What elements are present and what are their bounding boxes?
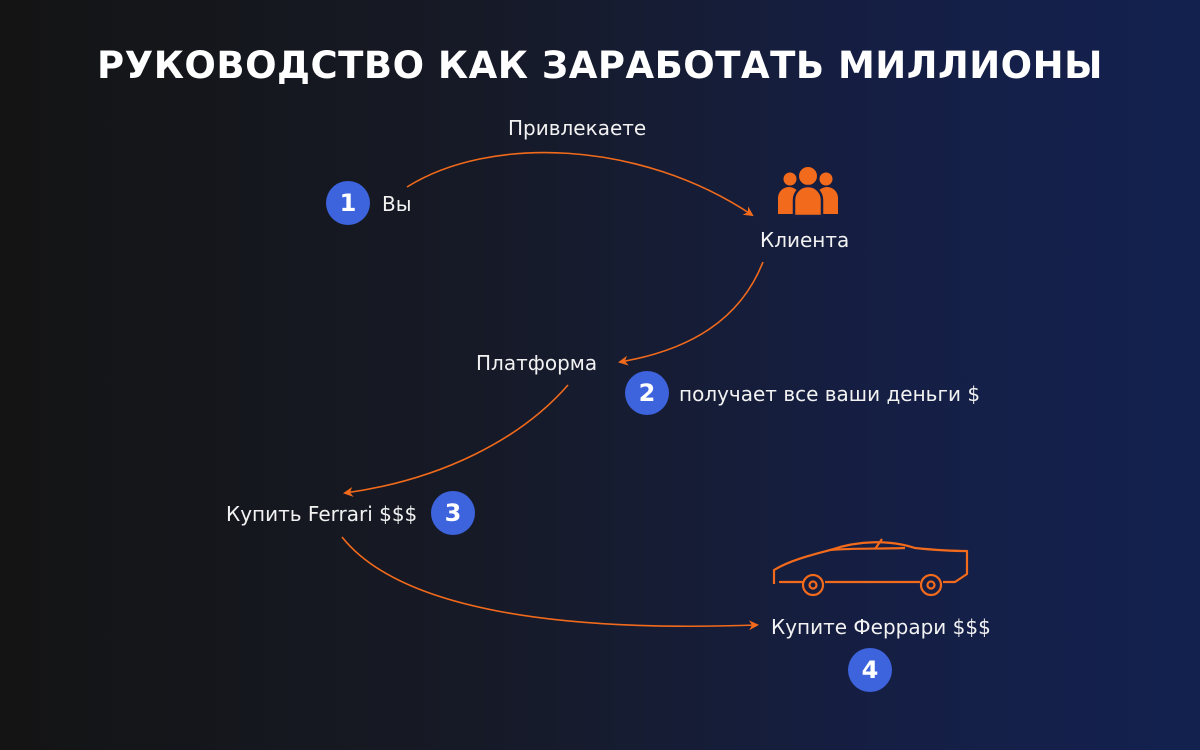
step-badge-1: 1: [326, 181, 370, 225]
arrow-ferrari-to-car: [341, 536, 759, 631]
node-platform-note: получает все ваши деньги $: [679, 382, 981, 406]
arrow-you-to-clients: [406, 151, 754, 217]
edge-label-attract: Привлекаете: [508, 116, 647, 140]
arrow-platform-to-ferrari: [343, 384, 569, 497]
node-platform: Платформа: [476, 351, 598, 375]
node-clients: Клиента: [760, 228, 850, 252]
step-badge-3: 3: [431, 491, 475, 535]
page-title: РУКОВОДСТВО КАК ЗАРАБОТАТЬ МИЛЛИОНЫ: [97, 44, 1103, 87]
arrow-clients-to-platform: [618, 261, 764, 366]
node-you: Вы: [382, 192, 412, 216]
node-buy-ferrari-en: Купить Ferrari $$$: [226, 502, 418, 526]
car-icon: [772, 538, 969, 597]
step-badge-2: 2: [625, 371, 669, 415]
step-badge-4: 4: [848, 648, 892, 692]
node-buy-ferrari-ru: Купите Феррари $$$: [771, 615, 991, 639]
people-group-icon: [778, 167, 838, 218]
